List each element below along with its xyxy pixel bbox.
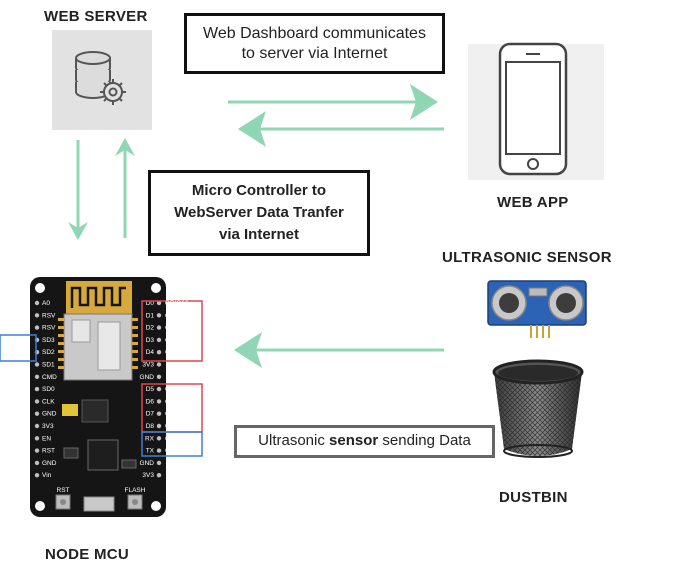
web-app-label: WEB APP	[497, 194, 569, 211]
mcu-transfer-box: Micro Controller to WebServer Data Tranf…	[148, 170, 370, 256]
ultrasonic-data-text: Ultrasonic sensor sending Data	[258, 432, 471, 449]
pin-dot	[34, 448, 40, 453]
board-left-pin-label: GND	[42, 460, 57, 467]
pin-dot	[156, 313, 162, 318]
gpio-label: GPIO2	[165, 349, 185, 356]
pin-dot	[156, 460, 162, 466]
pin-dot	[156, 436, 162, 441]
board-right-pin-label: 3V3	[142, 472, 154, 479]
pin-dot	[156, 325, 162, 330]
pin-dot	[34, 399, 40, 404]
pin-dot	[34, 362, 40, 367]
pin-dot	[156, 423, 162, 429]
pin-dot	[34, 300, 40, 306]
pin-dot	[34, 460, 40, 466]
board-right-pin-label: D8	[146, 423, 155, 430]
board-left-pin-label: SD0	[42, 386, 55, 393]
gpio-label: GPIO15	[165, 423, 189, 430]
board-left-pin-label: RST	[42, 448, 55, 455]
gpio-labels: GPIO16GPIO5GPIO4GPIO0GPIO2GPIO14GPIO12GP…	[0, 300, 203, 457]
dashboard-info-line1: Web Dashboard communicates	[203, 25, 426, 42]
pin-dot	[34, 423, 40, 429]
dustbin-label: DUSTBIN	[499, 489, 568, 506]
gpio-label: GPIO0	[165, 337, 185, 344]
pin-dot	[156, 399, 162, 404]
pin-dot	[156, 362, 162, 367]
pin-dot	[156, 411, 162, 416]
pin-dot	[34, 411, 40, 416]
arrows	[68, 84, 444, 368]
esp8266-board-icon: A0RSVRSVSD3SD2SD1CMDSD0CLKGND3V3ENRSTGND…	[30, 277, 166, 517]
gpio-label: GPIO12	[165, 398, 189, 405]
dashboard-info-line2: to server via Internet	[241, 45, 388, 62]
gpio-label: GPIO14	[165, 386, 189, 393]
board-left-pin-label: GND	[42, 411, 57, 418]
board-right-pin-label: D2	[146, 325, 155, 332]
board-right-pin-label: TX	[146, 448, 155, 455]
board-right-pin-label: D5	[146, 386, 155, 393]
pin-dot	[34, 313, 40, 318]
board-right-pin-label: RX	[145, 435, 155, 442]
pin-dot	[156, 300, 162, 306]
board-right-pin-label: GND	[140, 374, 155, 381]
board-right-pin-label: D4	[146, 349, 155, 356]
pin-dot	[156, 386, 162, 392]
board-right-pin-label: D7	[146, 411, 155, 418]
database-gear-icon	[52, 30, 152, 130]
gpio-label: GPIO13	[165, 411, 189, 418]
pin-dot	[34, 374, 40, 379]
dashboard-info-box: Web Dashboard communicates to server via…	[184, 13, 445, 74]
gpio-label: GPIO5	[165, 312, 185, 319]
pin-dot	[156, 374, 162, 379]
flash-button-label: FLASH	[125, 487, 146, 494]
board-right-pin-label: 3V3	[142, 362, 154, 369]
board-right-pin-label: GND	[140, 460, 155, 467]
ultrasonic-sensor-icon	[487, 280, 587, 338]
pin-dot	[156, 350, 162, 355]
gpio-label-left: GPIO9	[2, 349, 22, 356]
pin-dot	[34, 473, 40, 478]
mcu-transfer-line3: via Internet	[218, 226, 300, 243]
board-left-pin-label: RSV	[42, 325, 56, 332]
board-left-pin-label: SD3	[42, 337, 55, 344]
pin-dot	[34, 325, 40, 330]
board-left-pin-label: A0	[42, 300, 50, 307]
board-left-pin-label: EN	[42, 435, 51, 442]
ultrasonic-sensor-label: ULTRASONIC SENSOR	[442, 249, 612, 266]
board-left-pin-label: Vin	[42, 472, 52, 479]
board-right-pin-label: D6	[146, 398, 155, 405]
mcu-transfer-line2: WebServer Data Tranfer	[174, 204, 344, 221]
pin-dot	[156, 448, 162, 453]
board-right-pin-label: D1	[146, 312, 155, 319]
gpio-label: GPIO4	[165, 325, 185, 332]
node-mcu-label: NODE MCU	[45, 546, 130, 563]
pin-dot	[156, 473, 162, 478]
pin-dot	[34, 436, 40, 441]
board-right-pin-label: D3	[146, 337, 155, 344]
board-right-pin-label: D0	[146, 300, 155, 307]
gpio-label-left: GPIO10	[2, 337, 26, 344]
rst-button-label: RST	[57, 487, 70, 494]
web-server-label: WEB SERVER	[44, 8, 148, 25]
board-left-pin-label: SD1	[42, 362, 55, 369]
board-left-pin-label: RSV	[42, 312, 56, 319]
board-left-pin-label: CMD	[42, 374, 57, 381]
ultrasonic-data-box: Ultrasonic sensor sending Data	[234, 425, 495, 458]
mcu-transfer-line1: Micro Controller to	[191, 182, 327, 199]
gpio-label: GPIO16	[165, 300, 189, 307]
dustbin-icon	[492, 359, 584, 458]
board-left-pin-label: SD2	[42, 349, 55, 356]
smartphone-icon	[468, 42, 604, 180]
gpio-label: GPIO1	[165, 448, 185, 455]
board-left-pin-label: 3V3	[42, 423, 54, 430]
board-left-pin-label: CLK	[42, 398, 55, 405]
pin-dot	[156, 337, 162, 343]
gpio-label: GPIO3	[165, 435, 185, 442]
pin-dot	[34, 386, 40, 392]
